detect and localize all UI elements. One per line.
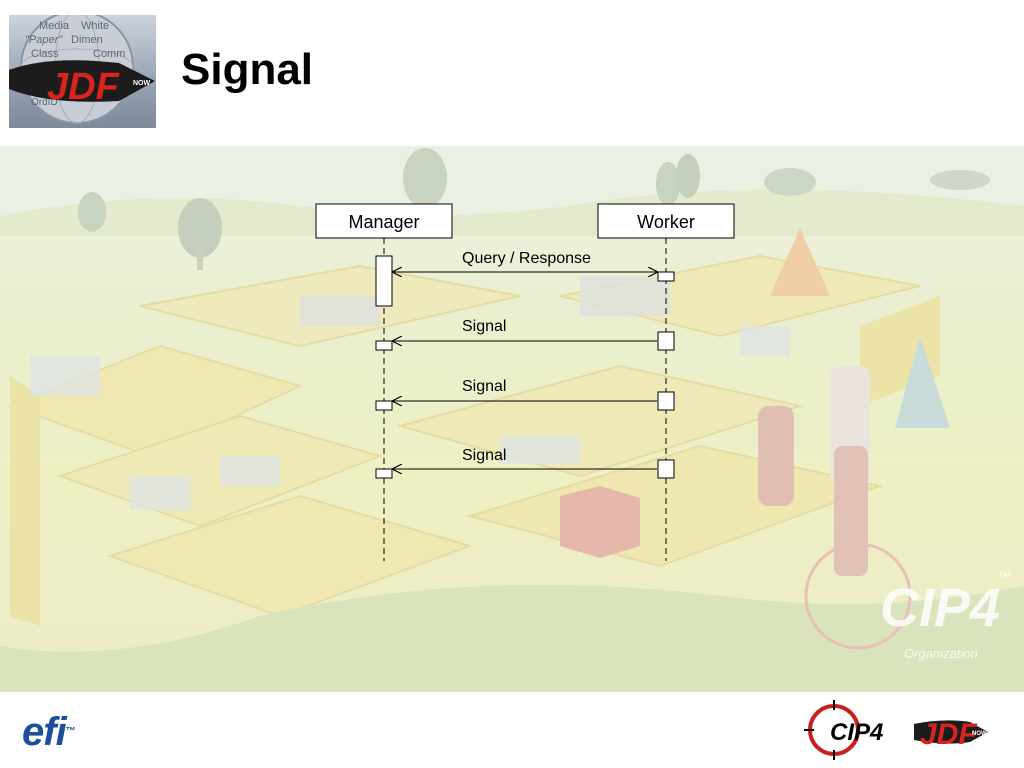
jdf-logo: JDF NOW [914, 718, 988, 751]
manager-activation-signal-3 [375, 468, 393, 479]
worker-activation-signal-2 [657, 391, 675, 411]
worker-activation-query [657, 271, 675, 282]
jdf-now-text: NOW [133, 80, 151, 87]
jdf-now-text: NOW [972, 731, 987, 737]
cip4-logo: CIP4 [804, 700, 883, 760]
globe-word: Media [39, 20, 70, 32]
actor-label: Manager [348, 212, 419, 232]
manager-activation-signal-2 [375, 400, 393, 411]
actor-label: Worker [637, 212, 695, 232]
message-signal-2: Signal [393, 378, 657, 401]
slide-title: Signal [181, 45, 314, 94]
cip4-logo-text: CIP4 [830, 719, 883, 746]
globe-word: Dimen [71, 34, 103, 46]
efi-logo: efi™ [22, 710, 76, 754]
message-query-response: Query / Response [393, 250, 657, 272]
globe-word: Class [31, 48, 59, 60]
actor-worker: Worker [597, 203, 735, 239]
jdf-logo-text: JDF [920, 718, 977, 751]
message-label: Signal [462, 378, 506, 395]
globe-word: Comm [93, 48, 125, 60]
message-label: Query / Response [462, 250, 591, 267]
message-signal-3: Signal [393, 447, 657, 469]
efi-logo-text: efi [22, 710, 67, 754]
worker-activation-signal-3 [657, 459, 675, 479]
worker-activation-signal-1 [657, 331, 675, 351]
manager-activation-signal-1 [375, 340, 393, 351]
message-signal-1: Signal [393, 318, 657, 341]
sequence-diagram: Manager Worker Query / Response Signal S… [315, 203, 735, 561]
globe-word: OrdID [31, 97, 58, 108]
message-label: Signal [462, 318, 506, 335]
background-illustration: CIP4 Organization TM [0, 146, 1024, 692]
globe-word: "Paper" [25, 34, 63, 46]
cip4-watermark-sub: Organization [904, 646, 978, 661]
actor-manager: Manager [315, 203, 453, 239]
jdf-logo-text: JDF [47, 66, 121, 108]
message-label: Signal [462, 447, 506, 464]
efi-logo-tm: ™ [65, 726, 76, 737]
jdf-globe-logo: Media White "Paper" Dimen Class Comm Ord… [9, 15, 156, 128]
cip4-watermark-tm: TM [998, 570, 1011, 580]
manager-activation-query [375, 255, 393, 307]
cip4-watermark: CIP4 [880, 578, 1000, 638]
globe-word: White [81, 20, 109, 32]
